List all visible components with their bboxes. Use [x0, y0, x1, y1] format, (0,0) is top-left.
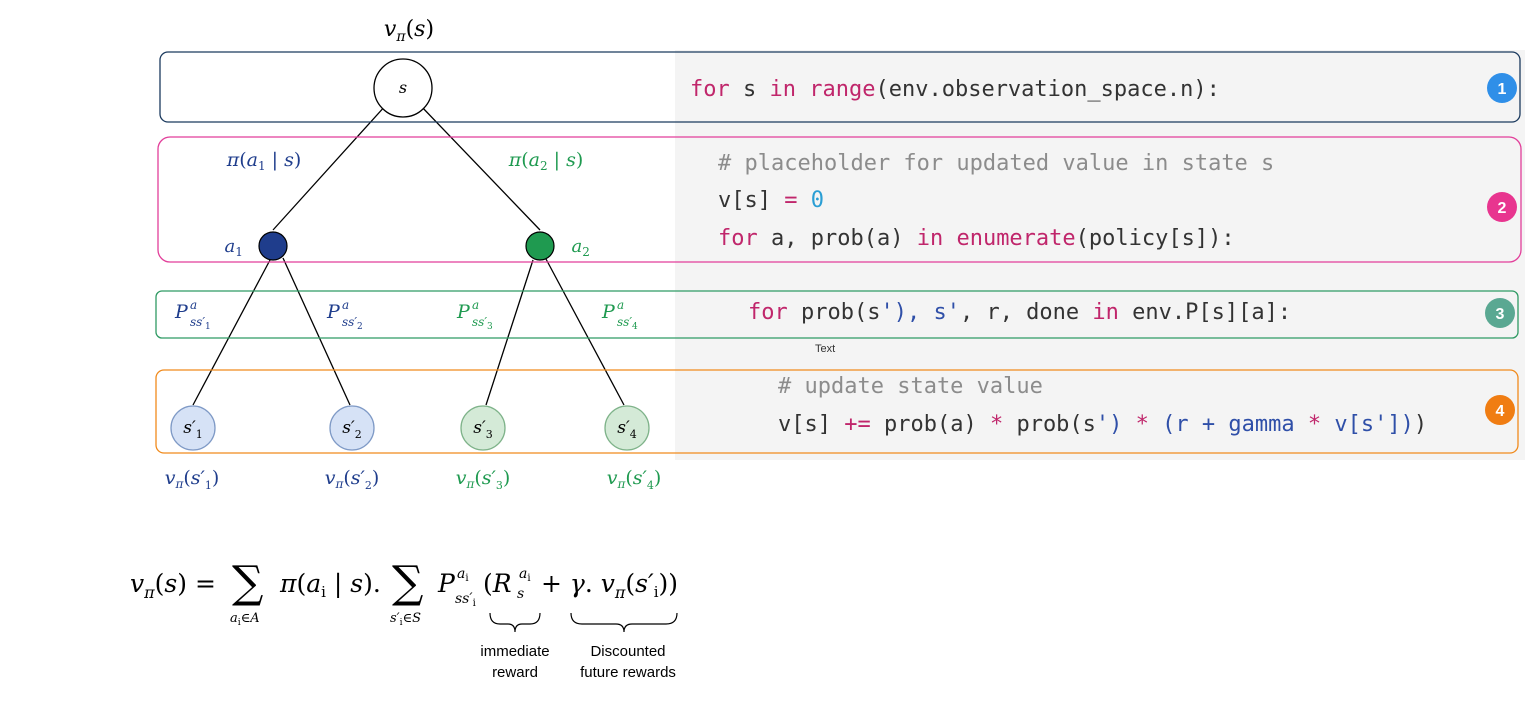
svg-text:P: P [437, 569, 456, 598]
svg-text:s′i∈S: s′i∈S [390, 611, 421, 628]
tree-edges [192, 104, 625, 406]
svg-text:P: P [601, 301, 616, 323]
svg-text:ai: ai [457, 566, 469, 584]
next-state-node-4 [604, 405, 650, 451]
next-state-node-1 [170, 405, 216, 451]
root-state-label: s [399, 78, 407, 97]
svg-text:∑: ∑ [232, 557, 263, 608]
svg-text:P: P [456, 301, 471, 323]
action-label-a1: a1 [196, 236, 260, 261]
badge-2 [1487, 192, 1517, 222]
edge-a1-s1 [192, 259, 271, 406]
next-state-value-4: vπ(s′4) [607, 467, 662, 492]
code-line-7: v[s] += prob(a) * prob(s') * (r + gamma … [778, 412, 1427, 437]
transition-label-1: P a ss′1 [174, 298, 211, 332]
edge-a2-s4 [545, 258, 625, 406]
edge-s-a2 [419, 104, 541, 231]
badge-3 [1485, 298, 1515, 328]
stray-text-label: Text [815, 343, 835, 355]
code-background [675, 50, 1525, 460]
edge-a2-s3 [485, 259, 534, 406]
root-value-label: vπ(s) [349, 17, 455, 45]
badge-1-label: 1 [1498, 81, 1507, 98]
svg-text:+ γ. vπ(s′i)): + γ. vπ(s′i)) [541, 569, 678, 602]
badge-1 [1487, 73, 1517, 103]
section-box-2 [157, 136, 1522, 263]
next-state-value-2: vπ(s′2) [325, 467, 380, 492]
edge-a1-s2 [282, 257, 351, 406]
code-line-1: for s in range(env.observation_space.n): [690, 77, 1220, 102]
action-node-a2 [525, 231, 555, 261]
svg-text:∑: ∑ [392, 557, 423, 608]
bellman-formula: vπ(s) = ∑ ai∈A π(ai | s). ∑ s′i∈S P ai s… [130, 557, 678, 628]
svg-text:ss′3: ss′3 [472, 315, 493, 332]
svg-text:vπ(s) =: vπ(s) = [130, 569, 216, 602]
brace-immediate-reward [489, 612, 541, 633]
section-box-1 [159, 51, 1521, 123]
code-line-2: # placeholder for updated value in state… [718, 151, 1274, 176]
policy-label-a1: π(a1 | s) [197, 149, 320, 173]
transition-label-4: P a ss′4 [601, 298, 638, 332]
brace-discounted-future [570, 612, 678, 633]
next-state-node-3 [460, 405, 506, 451]
edge-s-a1 [272, 104, 387, 231]
svg-text:(R: (R [483, 569, 512, 598]
svg-text:ss′i: ss′i [455, 591, 476, 609]
svg-text:a: a [472, 298, 479, 312]
action-node-a1 [258, 231, 288, 261]
svg-text:π(ai | s).: π(ai | s). [279, 569, 381, 601]
section-box-3 [155, 290, 1519, 339]
transition-label-3: P a ss′3 [456, 298, 493, 332]
svg-text:a: a [617, 298, 624, 312]
transition-label-2: P a ss′2 [326, 298, 363, 332]
badge-4-label: 4 [1496, 403, 1505, 420]
next-state-value-1: vπ(s′1) [165, 467, 220, 492]
svg-text:ai∈A: ai∈A [230, 611, 260, 628]
svg-text:P: P [326, 301, 341, 323]
badge-4 [1485, 395, 1515, 425]
svg-text:ss′1: ss′1 [190, 315, 211, 332]
next-state-node-2 [329, 405, 375, 451]
svg-text:a: a [342, 298, 349, 312]
code-line-5: for prob(s'), s', r, done in env.P[s][a]… [748, 300, 1291, 325]
code-line-4: for a, prob(a) in enumerate(policy[s]): [718, 226, 1235, 251]
svg-text:s: s [517, 586, 524, 602]
code-line-3: v[s] = 0 [718, 188, 824, 213]
svg-text:ai: ai [519, 566, 531, 584]
root-state-node [373, 58, 433, 118]
svg-text:ss′2: ss′2 [342, 315, 363, 332]
svg-text:ss′4: ss′4 [617, 315, 638, 332]
svg-text:P: P [174, 301, 189, 323]
next-state-value-3: vπ(s′3) [456, 467, 511, 492]
code-line-6: # update state value [778, 374, 1043, 399]
action-label-a2: a2 [543, 236, 607, 261]
section-box-4 [155, 369, 1519, 454]
badge-3-label: 3 [1496, 306, 1505, 323]
badge-2-label: 2 [1498, 200, 1507, 217]
policy-label-a2: π(a2 | s) [479, 149, 602, 173]
svg-text:a: a [190, 298, 197, 312]
